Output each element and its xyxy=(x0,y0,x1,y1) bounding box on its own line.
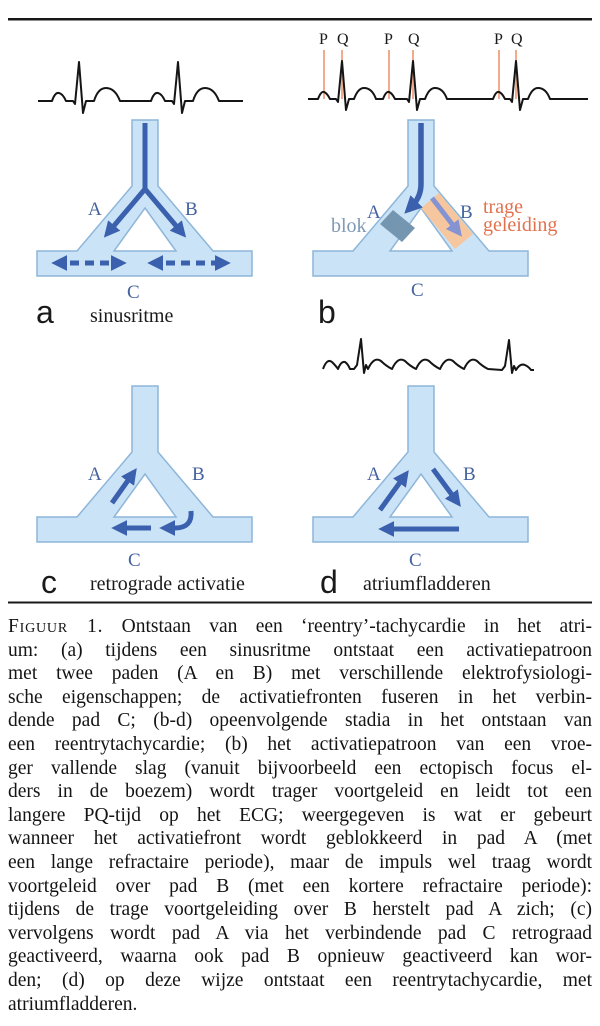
pathway-c-label-c: C xyxy=(128,550,141,571)
ecg-trace-b xyxy=(308,60,588,111)
structure-c xyxy=(36,385,253,543)
caption-line: ger vallende slag (vanuit bijvoorbeeld e… xyxy=(8,757,592,779)
panel-letter-d: d xyxy=(320,564,338,600)
pathway-b-label-a: B xyxy=(185,199,198,220)
figure-caption: Figuur 1. Ontstaan van een ‘reentry’-tac… xyxy=(8,615,592,1016)
caption-line: ders in de boezem) wordt trager voortgel… xyxy=(8,781,592,803)
pq-label-q2: Q xyxy=(408,31,420,48)
pathway-b-label-c: B xyxy=(192,464,205,485)
pathway-c-label-b: C xyxy=(411,280,424,301)
pathway-a-label-c: A xyxy=(88,464,102,485)
panel-d-arrows xyxy=(377,467,461,538)
pathway-a-label-a: A xyxy=(88,199,102,220)
caption-line: sche eigenschappen; de activatiefronten … xyxy=(8,686,592,708)
panel-c-arrows xyxy=(109,468,194,537)
panel-caption-d: atriumfladderen xyxy=(363,573,491,595)
panel-letter-b: b xyxy=(318,294,336,330)
pq-label-q1: Q xyxy=(337,31,349,48)
ecg-traces xyxy=(38,60,588,374)
bottom-rule xyxy=(8,601,592,604)
caption-line: vervolgens wordt pad A via het verbinden… xyxy=(8,922,592,944)
pathway-c-label-a: C xyxy=(127,282,140,303)
panel-a-arrows xyxy=(51,123,231,272)
pathway-b-label-b: B xyxy=(460,202,473,223)
panel-caption-c: retrograde activatie xyxy=(90,573,245,595)
figure-number-label: Figuur 1. xyxy=(8,616,104,637)
caption-line: den; (d) op deze wijze ontstaat een reen… xyxy=(8,969,592,991)
caption-line: langere PQ-tijd op het ECG; weergegeven … xyxy=(8,804,592,826)
block-label: blok xyxy=(331,215,367,237)
caption-line: een reentrytachycardie; (b) het activati… xyxy=(8,733,592,755)
pathway-a-label-d: A xyxy=(367,464,381,485)
panel-letter-c: c xyxy=(41,564,57,600)
pathway-a-label-b: A xyxy=(367,202,381,223)
caption-line-text: Ontstaan van een ‘reentry’-tachycardie i… xyxy=(103,616,592,637)
pq-marker-lines xyxy=(323,50,517,99)
pathway-b-label-d: B xyxy=(463,464,476,485)
block-band xyxy=(380,210,415,242)
structure-d xyxy=(312,385,529,543)
caption-line: atriumfladderen. xyxy=(8,993,138,1015)
caption-line: wanneer het activatiefront wordt geblokk… xyxy=(8,828,592,850)
caption-line: voortgeleid over pad B (met een kortere … xyxy=(8,875,592,897)
caption-line: een lange refractaire periode), maar de … xyxy=(8,851,592,873)
caption-line: tijdens de trage voortgeleiding over B h… xyxy=(8,899,592,921)
conduction-structures xyxy=(36,119,529,543)
caption-line: met twee paden (A en B) met verschillend… xyxy=(8,663,592,685)
caption-line: Figuur 1. Ontstaan van een ‘reentry’-tac… xyxy=(8,615,592,639)
pq-label-p1: P xyxy=(319,31,328,48)
pq-label-q3: Q xyxy=(511,31,523,48)
panel-b-arrows xyxy=(404,123,462,237)
ecg-trace-a xyxy=(38,61,243,114)
top-rule xyxy=(8,18,592,21)
pq-label-p2: P xyxy=(384,31,393,48)
caption-line: geactiveerd, waarna ook pad B opnieuw ge… xyxy=(8,946,592,968)
caption-line: um: (a) tijdens een sinusritme ontstaat … xyxy=(8,639,592,661)
panel-caption-a: sinusritme xyxy=(90,305,174,327)
panel-letter-a: a xyxy=(36,294,54,330)
caption-line: dende pad C; (b-d) opeenvolgende stadia … xyxy=(8,710,592,732)
pathway-c-label-d: C xyxy=(409,550,422,571)
ecg-trace-d-flutter xyxy=(322,338,534,374)
slow-conduction-label: trage geleiding xyxy=(483,196,558,236)
pq-label-p3: P xyxy=(494,31,503,48)
